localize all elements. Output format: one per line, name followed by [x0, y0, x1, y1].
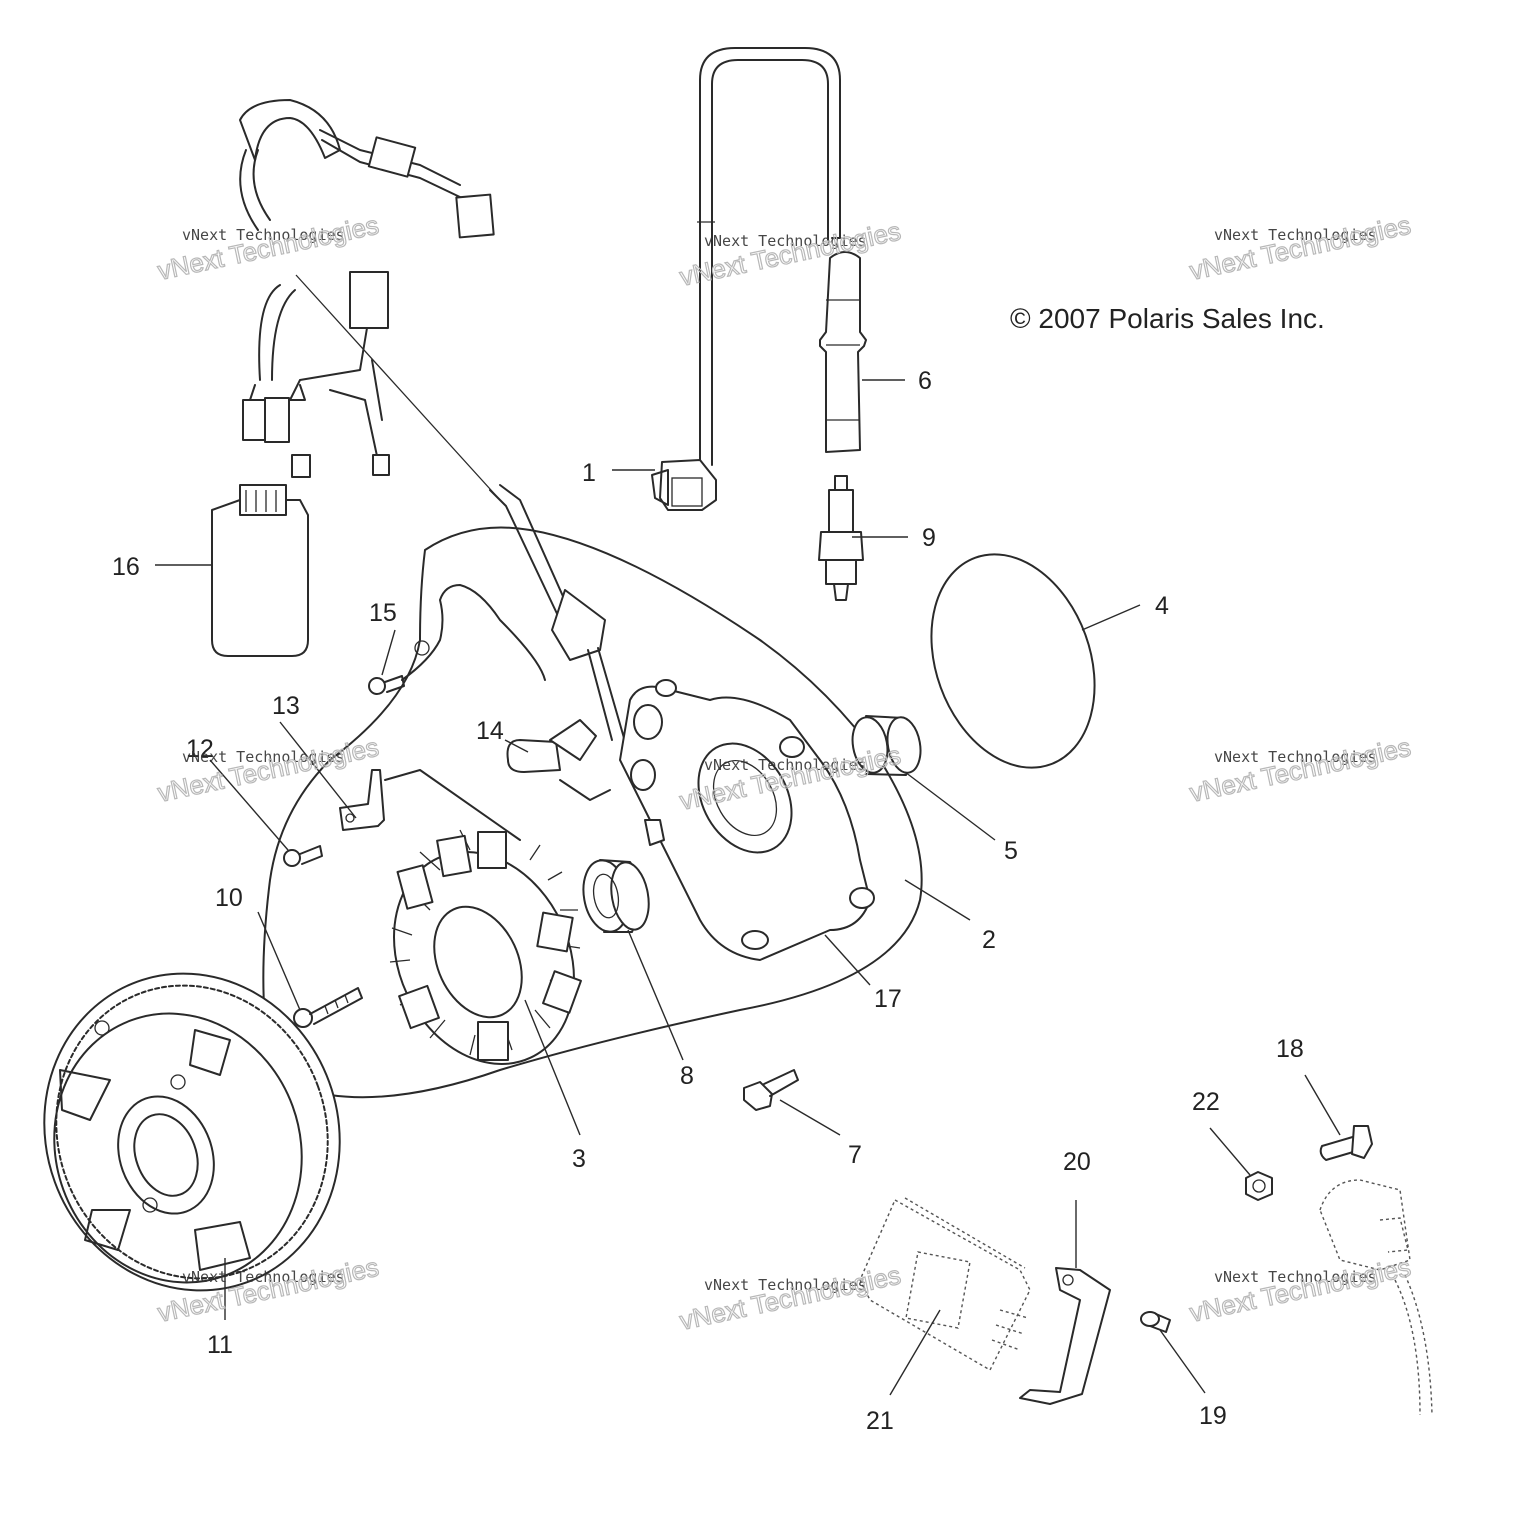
part-spark-plug	[818, 475, 864, 601]
callout-20: 20	[1063, 1148, 1091, 1176]
part-module-21	[859, 1197, 1031, 1371]
callout-16: 16	[112, 553, 140, 581]
part-stator-housing-outline	[262, 526, 923, 1099]
callout-3: 3	[572, 1145, 586, 1173]
watermark-text: vNext Technologies	[1214, 748, 1377, 766]
part-connector-dashed	[1319, 1179, 1433, 1416]
part-bracket-20	[1019, 1267, 1111, 1405]
watermark-text: vNext Technologies	[677, 216, 903, 292]
part-screw-19	[1140, 1311, 1171, 1333]
watermarks: vNext Technologies vNext Technologies vN…	[154, 209, 1414, 1336]
watermark-text: vNext Technologies	[704, 232, 867, 250]
part-stator	[389, 829, 582, 1065]
watermark-text: vNext Technologies	[1187, 210, 1413, 286]
part-cdi-module	[211, 99, 501, 657]
watermark-text: vNext Technologies	[704, 756, 867, 774]
callout-labels: 1 2 3 4 5 6 7 8 9 10 11 12 13 14 15 16 1…	[112, 367, 1304, 1435]
part-spark-plug-cap	[819, 251, 867, 453]
part-nut-22	[1245, 1171, 1273, 1201]
callout-12: 12	[186, 735, 214, 763]
part-bolt-7	[743, 1069, 799, 1111]
callout-15: 15	[369, 599, 397, 627]
part-bolt-10	[293, 987, 363, 1028]
part-stator-plate	[619, 679, 875, 961]
part-pickup-sensor	[489, 484, 625, 801]
part-bushing-5	[851, 715, 922, 776]
callout-8: 8	[680, 1062, 694, 1090]
part-bolt-18	[1319, 1125, 1373, 1161]
callout-22: 22	[1192, 1088, 1220, 1116]
part-screw-12	[283, 845, 323, 867]
watermark-text: vNext Technologies	[1214, 226, 1377, 244]
part-bracket-13	[339, 769, 521, 841]
callout-10: 10	[215, 884, 243, 912]
part-seal-8	[582, 859, 650, 933]
watermark-text: vNext Technologies	[155, 210, 381, 286]
callout-14: 14	[476, 717, 504, 745]
callout-2: 2	[982, 926, 996, 954]
watermark-text: vNext Technologies	[182, 748, 345, 766]
callout-7: 7	[848, 1141, 862, 1169]
part-flywheel	[43, 972, 341, 1292]
callout-13: 13	[272, 692, 300, 720]
callout-11: 11	[207, 1331, 233, 1359]
callout-17: 17	[874, 985, 902, 1013]
part-ignition-coil	[651, 47, 841, 511]
callout-6: 6	[918, 367, 932, 395]
callout-5: 5	[1004, 837, 1018, 865]
watermark-text: vNext Technologies	[1187, 732, 1413, 808]
part-bolt-15	[368, 584, 546, 695]
callout-18: 18	[1276, 1035, 1304, 1063]
callout-4: 4	[1155, 592, 1169, 620]
callout-9: 9	[922, 524, 936, 552]
watermark-text: vNext Technologies	[1187, 1252, 1413, 1328]
watermark-text: vNext Technologies	[1214, 1268, 1377, 1286]
watermark-text: vNext Technologies	[182, 1268, 345, 1286]
part-o-ring	[930, 553, 1096, 769]
copyright-text: © 2007 Polaris Sales Inc.	[1010, 303, 1325, 334]
callout-19: 19	[1199, 1402, 1227, 1430]
watermark-text: vNext Technologies	[704, 1276, 867, 1294]
callout-21: 21	[866, 1407, 894, 1435]
callout-1: 1	[582, 459, 596, 487]
leader-lines	[155, 379, 1341, 1396]
watermark-text: vNext Technologies	[182, 226, 345, 244]
